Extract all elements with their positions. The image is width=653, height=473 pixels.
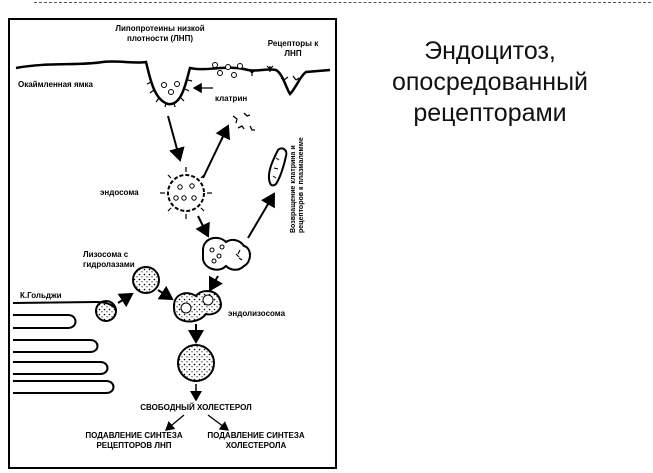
arrow-to-curl [195, 215, 210, 238]
endocytosis-diagram: Липопротеины низкой плотности (ЛНП) Реце… [8, 18, 338, 470]
label-coated-pit: Окаймленная ямка [18, 80, 93, 89]
endosome [160, 167, 212, 219]
label-free-cholesterol: СВОБОДНЫЙ ХОЛЕСТЕРОЛ [140, 403, 252, 412]
curl-compartment [202, 236, 251, 271]
label-endosome: эндосома [100, 188, 139, 197]
plasma-membrane [15, 60, 331, 106]
recycling-vesicle [268, 147, 288, 187]
label-suppress-receptors: ПОДАВЛЕНИЕ СИНТЕЗА РЕЦЕПТОРОВ ЛНП [85, 431, 183, 450]
free-clathrin [232, 112, 255, 131]
secondary-lysosome [177, 344, 215, 382]
label-lysosome: Лизосома с гидролазами [83, 250, 135, 269]
label-golgi: К.Гольджи [20, 291, 62, 300]
arrow-lysosome-to-endolysosome [157, 285, 174, 301]
label-clathrin: клатрин [215, 94, 248, 103]
top-dashed-rule [34, 2, 651, 3]
label-ldl-receptors: Рецепторы к ЛНП [267, 39, 319, 58]
slide-title: Эндоцитоз, опосредованный рецепторами [391, 37, 589, 127]
label-return-clathrin: Возвращение клатрина и рецепторов к плаз… [290, 137, 305, 233]
label-suppress-cholesterol: ПОДАВЛЕНИЕ СИНТЕЗА ХОЛЕСТЕРОЛА [207, 431, 305, 450]
ldl-particles [161, 62, 243, 95]
golgi-vesicle [95, 300, 117, 322]
label-endolysosome: эндолизосома [228, 309, 286, 318]
golgi-apparatus [12, 300, 117, 394]
ldl-receptors [248, 65, 300, 81]
arrow-to-clathrin [202, 124, 231, 179]
label-ldl: Липопротеины низкой плотности (ЛНП) [115, 24, 205, 43]
figure-frame [8, 18, 337, 469]
arrow-to-lysosome [117, 292, 134, 308]
diagram-drawing [8, 18, 337, 469]
arrow-to-suppress-cholesterol [207, 414, 230, 431]
coated-pit-bristles [146, 79, 193, 108]
arrow-to-recycling [247, 192, 276, 239]
arrow-to-endolysosome [209, 275, 223, 292]
arrow-to-endosome [167, 115, 185, 162]
arrow-to-suppress-receptors [165, 414, 185, 431]
lysosome [132, 266, 160, 294]
endolysosome [172, 290, 222, 323]
